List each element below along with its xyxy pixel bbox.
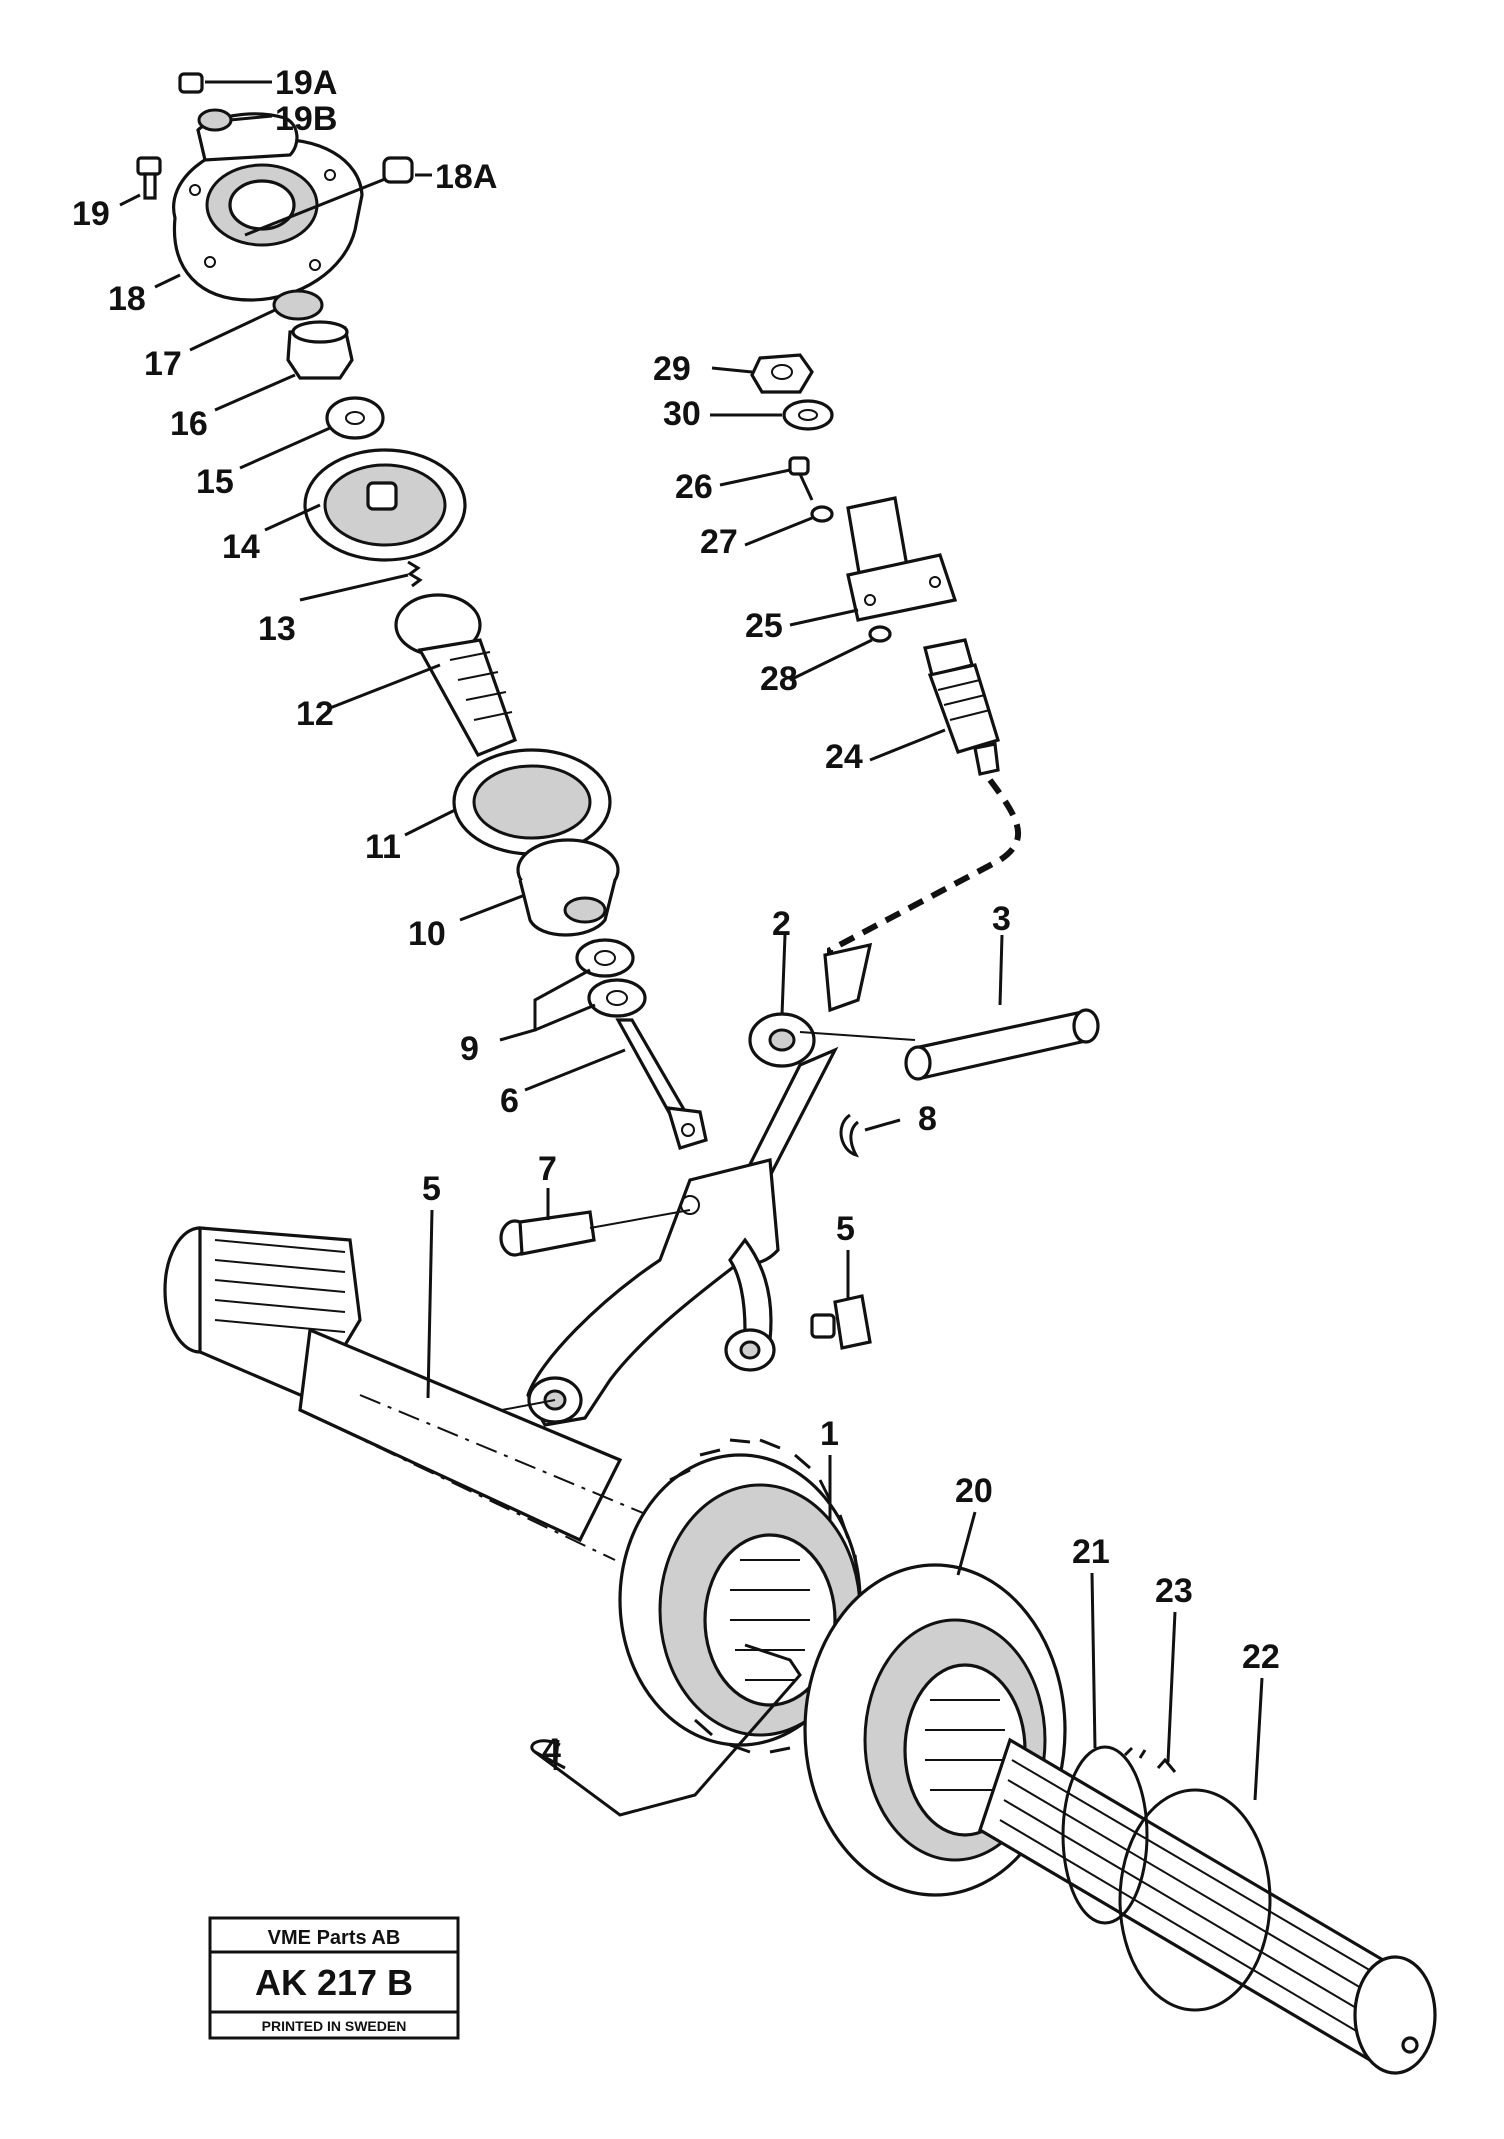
nut-9b [587, 978, 647, 1018]
sensor-24 [923, 638, 1001, 776]
label-15: 15 [196, 463, 234, 501]
snap-ring-21 [1061, 1745, 1149, 1925]
label-10: 10 [408, 915, 446, 953]
spring-13 [407, 560, 423, 588]
bracket-25 [846, 496, 958, 622]
label-24: 24 [825, 738, 863, 776]
label-21: 21 [1072, 1533, 1110, 1571]
label-8: 8 [918, 1100, 937, 1138]
label-12: 12 [296, 695, 334, 733]
nut-9a [575, 938, 635, 978]
label-3: 3 [992, 900, 1011, 938]
label-27: 27 [700, 523, 738, 561]
bushing-16 [286, 320, 354, 380]
title-block: VME Parts AB AK 217 B PRINTED IN SWEDEN [208, 1916, 460, 2040]
title-block-printed: PRINTED IN SWEDEN [262, 2018, 407, 2034]
threaded-shaft-12 [394, 593, 518, 758]
screw-26 [788, 456, 814, 501]
washer-30 [782, 399, 834, 431]
rod-6 [615, 1018, 708, 1151]
label-2: 2 [772, 905, 791, 943]
splined-shaft-right [978, 1737, 1437, 2075]
title-block-code: AK 217 B [255, 1962, 413, 2003]
label-19a: 19A [275, 64, 337, 102]
label-11: 11 [365, 828, 401, 866]
sensor-cable [827, 778, 1021, 975]
label-19b: 19B [275, 100, 337, 138]
title-block-company: VME Parts AB [268, 1927, 401, 1949]
washer-27 [810, 505, 834, 523]
bolt-7 [499, 1210, 596, 1257]
screw-19a [178, 72, 204, 94]
label-13: 13 [258, 610, 296, 648]
washer-28 [868, 625, 892, 643]
label-7: 7 [538, 1150, 557, 1188]
label-18a: 18A [435, 158, 497, 196]
label-18: 18 [108, 280, 146, 318]
bolt-7-guide [589, 1209, 691, 1229]
label-5-left: 5 [422, 1170, 441, 1208]
label-20: 20 [955, 1472, 993, 1510]
snap-ring-23 [1156, 1757, 1177, 1773]
label-19: 19 [72, 195, 110, 233]
cover-housing [172, 112, 396, 302]
label-14: 14 [222, 528, 260, 566]
ring-17 [272, 289, 324, 321]
label-1: 1 [820, 1415, 839, 1453]
diaphragm-14 [303, 448, 467, 562]
label-30: 30 [663, 395, 701, 433]
pin-3-guide [799, 1031, 916, 1041]
seal-11 [452, 748, 612, 856]
bolt-19 [136, 156, 162, 200]
plug-18a [382, 156, 414, 184]
nut-29 [750, 353, 814, 394]
label-29: 29 [653, 350, 691, 388]
clip-8 [839, 1113, 860, 1158]
splined-shaft-left [163, 1226, 656, 1561]
cup-10 [516, 838, 620, 937]
washer-15 [325, 396, 385, 440]
label-28: 28 [760, 660, 798, 698]
leader-lines [119, 80, 1264, 1801]
label-16: 16 [170, 405, 208, 443]
wire-spring-4 [530, 1643, 802, 1817]
label-25: 25 [745, 607, 783, 645]
shoe-5-right [810, 1294, 872, 1350]
label-17: 17 [144, 345, 182, 383]
label-22: 22 [1242, 1638, 1280, 1676]
ring-22 [1118, 1788, 1272, 2012]
label-26: 26 [675, 468, 713, 506]
label-23: 23 [1155, 1572, 1193, 1610]
label-4: 4 [542, 1732, 561, 1770]
pin-3 [904, 1008, 1100, 1081]
label-9: 9 [460, 1030, 479, 1068]
label-6: 6 [500, 1082, 519, 1120]
washer-19b [197, 108, 233, 132]
label-5-right: 5 [836, 1210, 855, 1248]
shift-fork [526, 1157, 780, 1427]
